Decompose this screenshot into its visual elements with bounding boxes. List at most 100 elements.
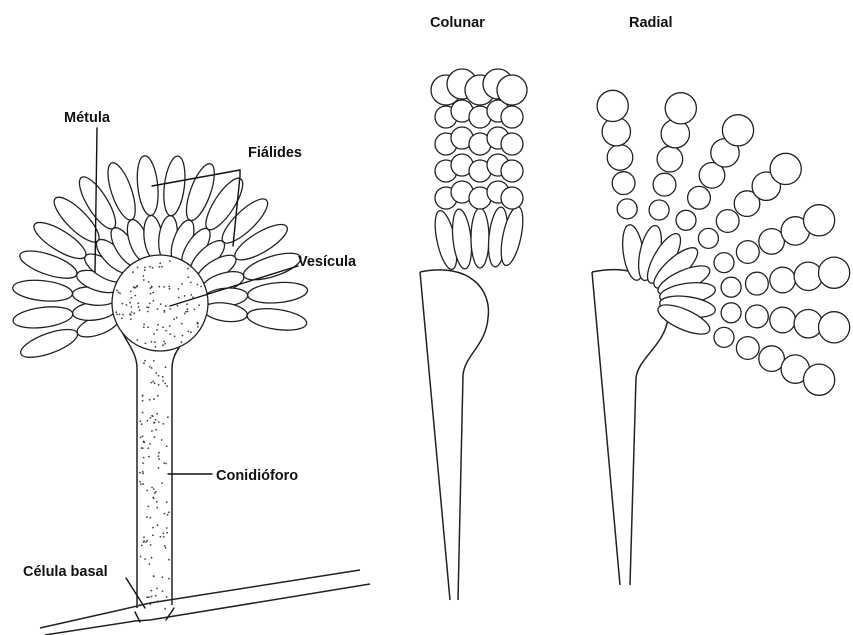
stipple-dot [126,304,128,306]
stipple-dot [160,303,162,305]
stipple-dot [157,455,159,457]
stipple-dot [130,318,132,320]
phialide-cell [12,278,74,304]
stipple-dot [164,545,166,547]
stipple-dot [157,600,159,602]
stipple-dot [163,532,165,534]
label-vesicula: Vesícula [298,254,357,270]
stipple-dot [184,295,186,297]
stipple-dot [150,293,152,295]
stipple-dot [151,487,153,489]
stipple-dot [142,395,144,397]
stipple-dot [164,343,166,345]
stipple-dot [162,326,164,328]
stipple-dot [169,325,171,327]
stipple-dot [153,422,155,424]
stipple-dot [158,458,160,460]
conidium [497,75,527,105]
stipple-dot [136,286,138,288]
stipple-dot [152,292,154,294]
conidium [770,267,796,293]
stipple-dot [185,311,187,313]
phialide-cell [161,155,188,217]
stipple-dot [157,395,159,397]
stipple-dot [157,324,159,326]
conidium [770,153,801,184]
stipple-dot [151,341,153,343]
stipple-dot [181,341,183,343]
stipple-dot [119,314,121,316]
stipple-dot [149,303,151,305]
conidium [746,272,769,295]
conidium [698,228,718,248]
conidium [688,186,711,209]
stipple-dot [156,588,158,590]
stipple-dot [133,286,135,288]
stipple-dot [155,419,157,421]
conidiophore-stalk [116,318,204,608]
stipple-dot [177,305,179,307]
stipple-dot [130,314,132,316]
stipple-dot [169,260,171,262]
stipple-dot [169,333,171,335]
stipple-dot [142,462,144,464]
stipple-dot [147,420,149,422]
conidium [607,145,633,171]
stipple-dot [178,297,180,299]
stipple-dot [143,536,145,538]
stipple-dot [143,324,145,326]
stipple-dot [162,376,164,378]
stipple-dot [167,416,169,418]
stipple-dot [154,341,156,343]
label-colunar: Colunar [430,15,485,31]
stipple-dot [173,318,175,320]
stipple-dot [139,309,141,311]
stipple-dot [142,412,144,414]
conidium [721,303,741,323]
stipple-dot [158,384,160,386]
stipple-dot [187,311,189,313]
conidium [501,187,523,209]
stipple-dot [176,317,178,319]
stipple-dot [149,399,151,401]
stipple-dot [163,310,165,312]
stipple-dot [146,596,148,598]
stipple-dot [146,516,148,518]
stipple-dot [159,262,161,264]
stipple-dot [190,282,192,284]
columnar-conidia-chains [431,69,527,209]
stipple-dot [137,267,139,269]
stipple-dot [178,288,180,290]
conidium [612,172,635,195]
stipple-dot [152,527,154,529]
stipple-dot [151,382,153,384]
stipple-dot [162,590,164,592]
stipple-dot [164,513,166,515]
conidium [736,337,759,360]
stipple-dot [165,547,167,549]
conidium [676,210,696,230]
stipple-dot [148,307,150,309]
columnar-phialide [471,208,489,268]
stipple-dot [143,441,145,443]
stipple-dot [149,366,151,368]
stipple-dot [165,305,167,307]
celula-basal-leader [126,578,145,608]
stipple-dot [153,333,155,335]
conidium [657,146,683,172]
stipple-dot [162,380,164,382]
conidium [501,160,523,182]
stipple-dot [154,492,156,494]
conidium [653,173,676,196]
stipple-dot [140,483,142,485]
stipple-dot [122,314,124,316]
stipple-dot [159,266,161,268]
stipple-dot [181,323,183,325]
stipple-dot [151,367,153,369]
stipple-dot [186,303,188,305]
stipple-dot [161,482,163,484]
stipple-dot [150,517,152,519]
stipple-dot [136,339,138,341]
columnar-phialides [431,205,527,271]
stipple-dot [129,302,131,304]
